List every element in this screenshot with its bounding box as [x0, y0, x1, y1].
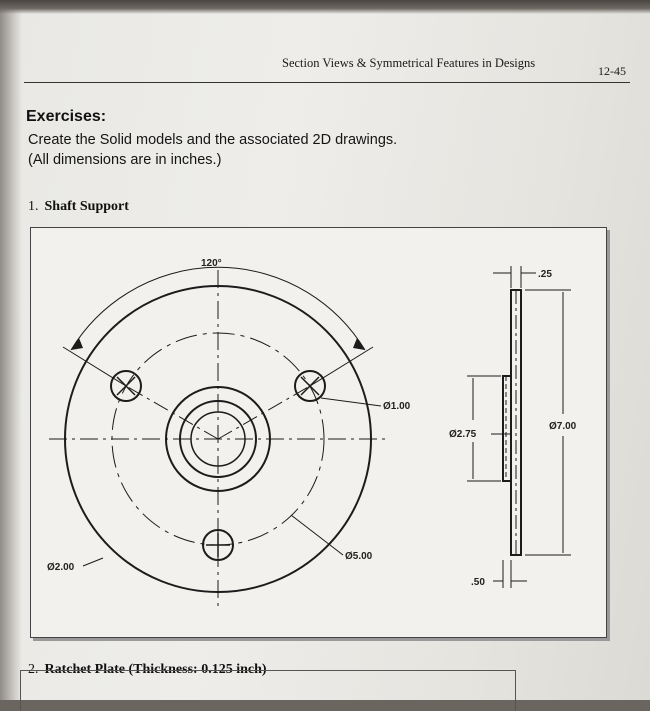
exercise-2-figure-frame [20, 670, 516, 711]
outer-dia-label: Ø2.00 [47, 562, 75, 573]
bolt-hole-right [294, 370, 326, 402]
header-page-number: 12-45 [598, 64, 626, 78]
exercises-units-note: (All dimensions are in inches.) [28, 152, 222, 168]
page-top-edge [0, 0, 650, 14]
flange-dia-label: Ø7.00 [549, 421, 577, 432]
hub-length-label: .50 [471, 577, 485, 588]
hole-leader [320, 397, 382, 407]
exercises-heading: Exercises: [26, 108, 107, 125]
side-hub [502, 375, 512, 482]
exercise-1-number: 1. [28, 199, 39, 214]
angle-label: 120° [201, 258, 222, 269]
hole-dia-label: Ø1.00 [383, 401, 411, 412]
exercise-2-heading: 2. Ratchet Plate (Thickness: 0.125 inch) [28, 662, 267, 678]
hole-centerline-right [217, 385, 311, 440]
hub-dia-label: Ø2.75 [449, 429, 477, 440]
exercise-2-number: 2. [28, 662, 39, 677]
technical-drawing: 120° Ø1.00 Ø5.00 Ø2.00 .25 Ø2.75 Ø7.00 .… [47, 258, 577, 608]
side-thickness-label: .25 [538, 269, 552, 280]
hole-centerline-left [125, 385, 219, 440]
exercise-1-heading: 1. Shaft Support [28, 199, 129, 215]
bolt-hole-bottom [202, 529, 234, 561]
binding-shadow [0, 0, 22, 700]
exercise-2-title: Ratchet Plate (Thickness: 0.125 inch) [44, 662, 267, 677]
bolt-hole-left [110, 370, 142, 402]
angle-extension-left [62, 346, 127, 387]
header-title: Section Views & Symmetrical Features in … [282, 56, 536, 70]
exercises-instruction: Create the Solid models and the associat… [28, 132, 398, 148]
bolt-circle-label: Ø5.00 [345, 551, 373, 562]
bolt-circle-leader [290, 514, 344, 556]
exercise-1-title: Shaft Support [44, 199, 129, 214]
shaft-support-drawing: 120° Ø1.00 Ø5.00 Ø2.00 .25 Ø2.75 Ø7.00 .… [30, 227, 607, 638]
angle-dimension-arc [70, 266, 366, 351]
outer-dia-leader [82, 557, 104, 567]
running-header: Section Views & Symmetrical Features in … [24, 50, 630, 83]
angle-extension-right [309, 346, 374, 387]
